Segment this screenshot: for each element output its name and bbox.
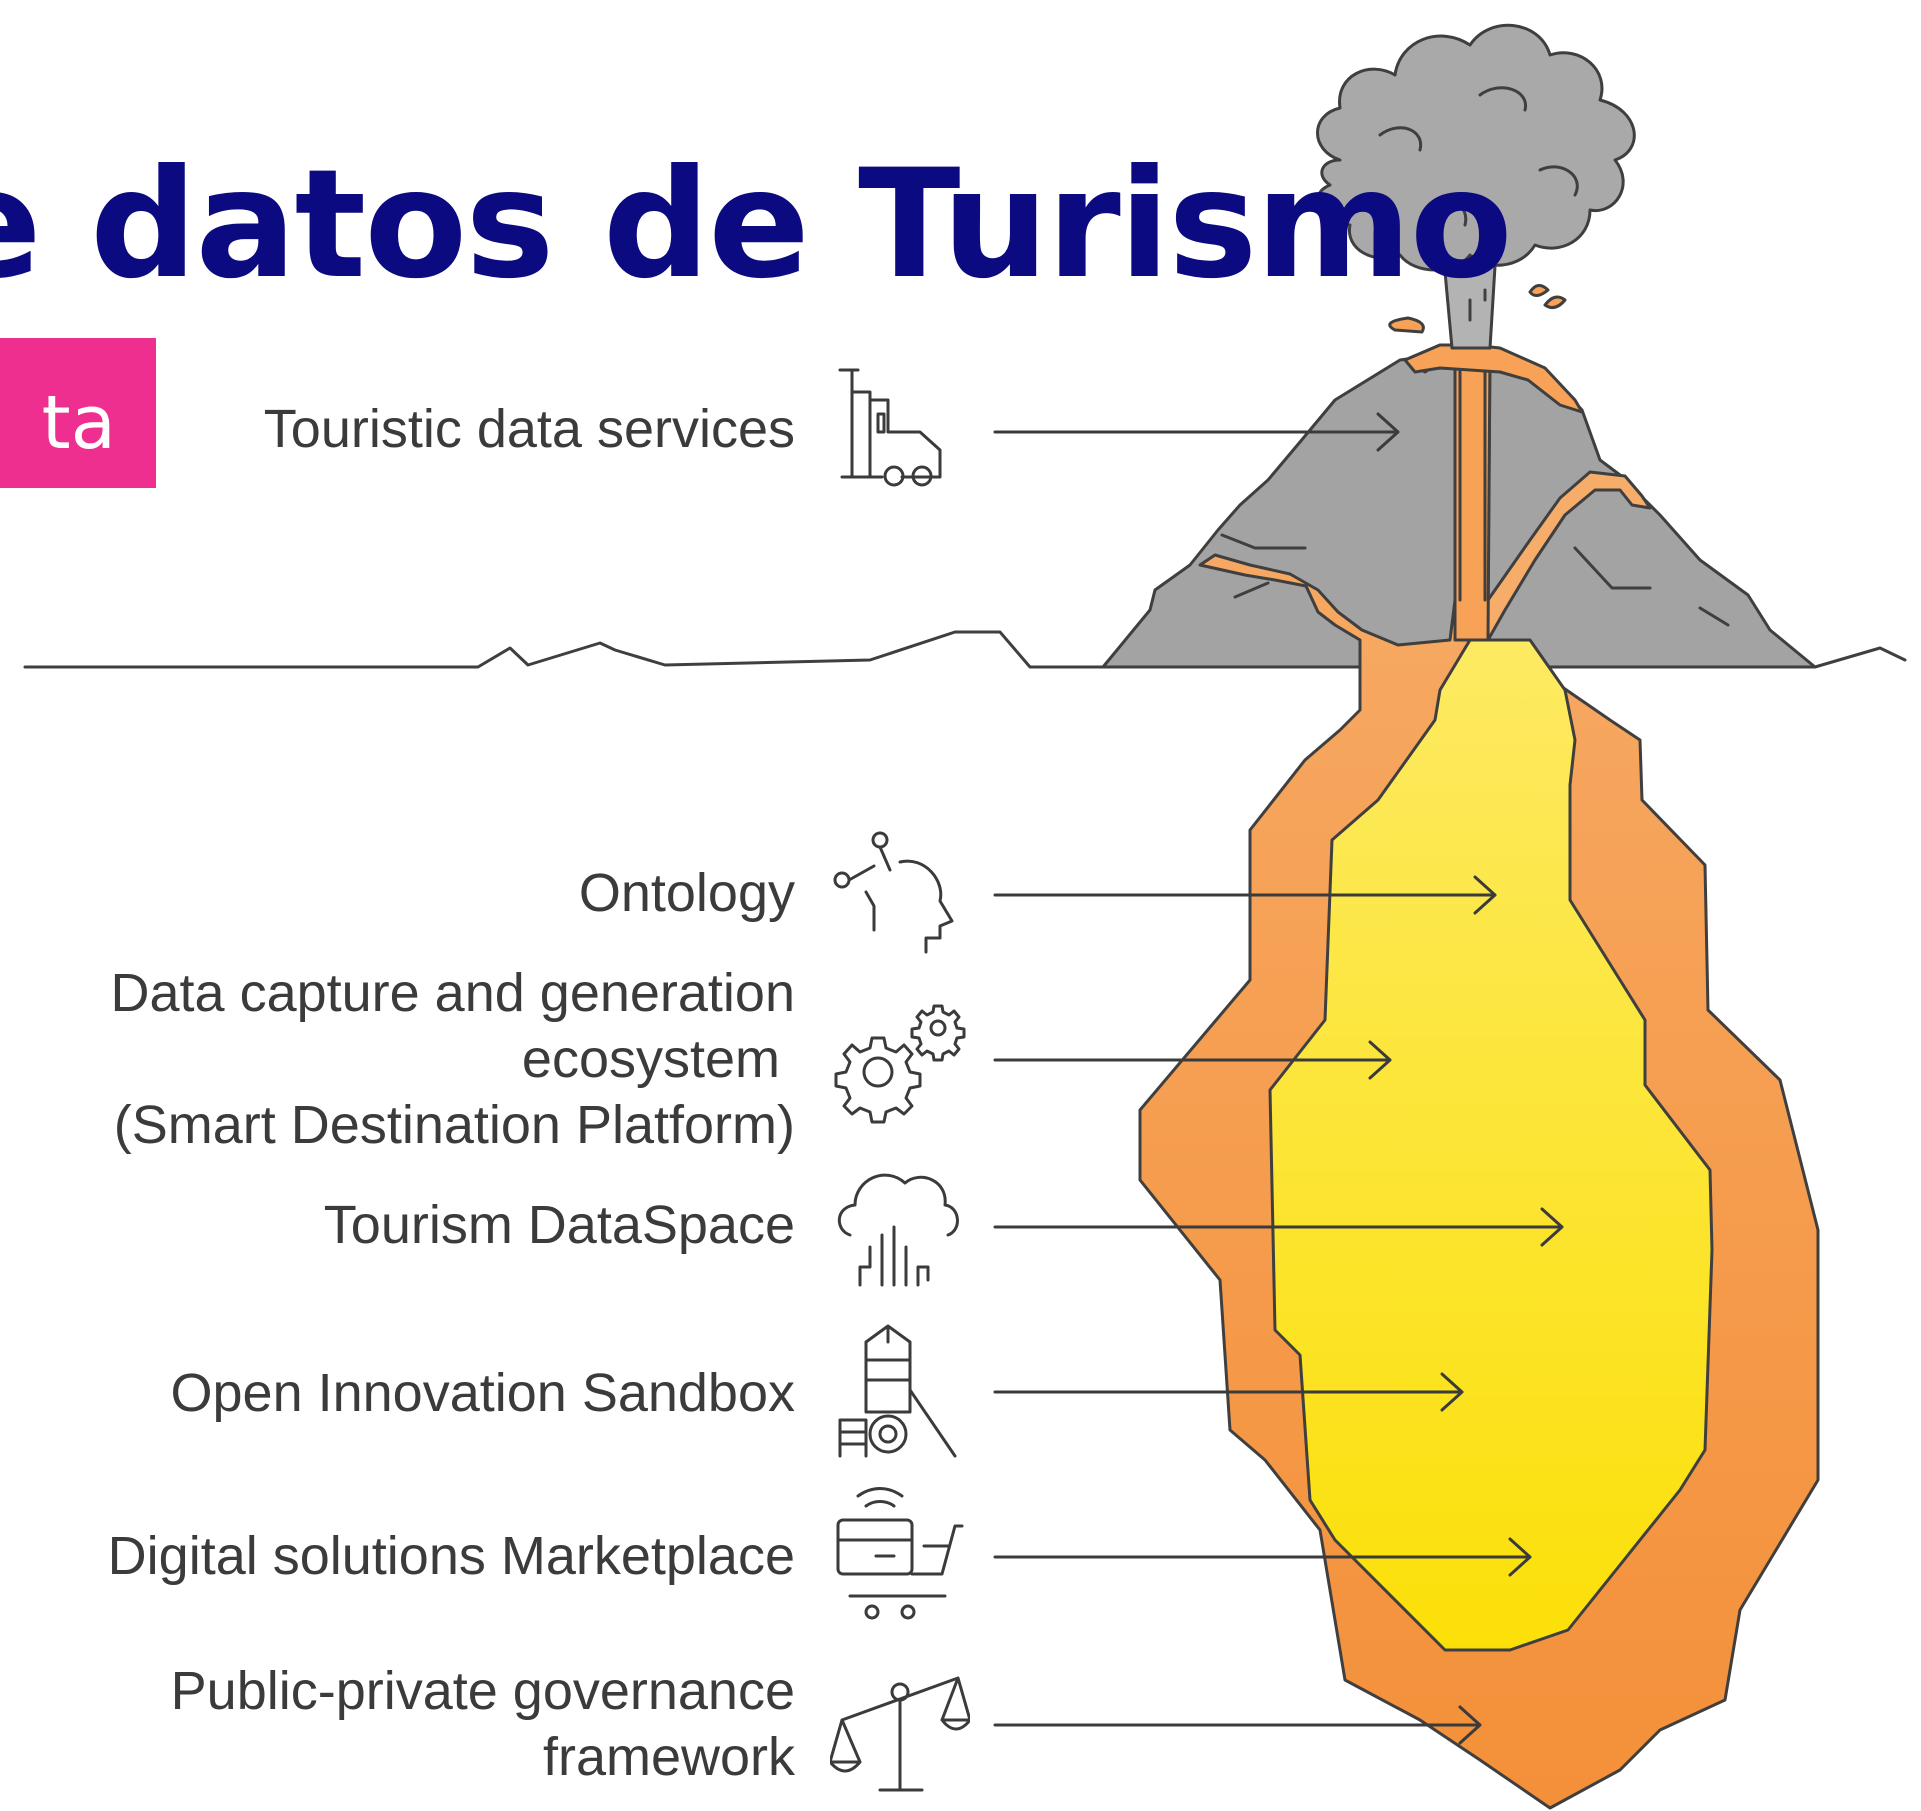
arrow-ontology — [993, 875, 1497, 915]
magma-branch — [1486, 470, 1652, 642]
cloud-data-icon — [837, 1173, 959, 1287]
head-network-icon — [833, 831, 954, 954]
shopping-cart-icon — [836, 1487, 964, 1620]
inner-magma-core — [1268, 638, 1714, 1652]
label-tourism-dataspace: Tourism DataSpace — [323, 1195, 795, 1255]
label-touristic-data-services: Touristic data services — [263, 399, 795, 459]
arrow-open-innovation-sandbox — [993, 1372, 1464, 1412]
gears-icon — [834, 1004, 966, 1124]
page-title: e datos de Turismo — [0, 138, 1513, 312]
smoke-cloud — [1316, 23, 1636, 272]
balance-scale-icon — [830, 1676, 970, 1792]
badge-text: ta — [41, 380, 116, 466]
playground-icon — [838, 1324, 957, 1458]
label-ontology: Ontology — [578, 863, 795, 923]
arrow-data-capture — [993, 1040, 1392, 1080]
arrow-touristic-data-services — [993, 412, 1400, 452]
truck-icon — [838, 368, 942, 487]
subtitle-badge: ta — [0, 338, 156, 488]
label-digital-solutions-marketplace: Digital solutions Marketplace — [107, 1526, 795, 1586]
arrow-digital-solutions-marketplace — [993, 1537, 1532, 1577]
label-data-capture: Data capture and generation ecosystem (S… — [110, 963, 796, 1155]
label-open-innovation-sandbox: Open Innovation Sandbox — [170, 1363, 795, 1423]
label-governance-framework: Public-private governance framework — [170, 1661, 795, 1787]
ground-line — [23, 630, 1907, 669]
arrow-governance-framework — [993, 1705, 1482, 1745]
arrow-tourism-dataspace — [993, 1207, 1564, 1247]
